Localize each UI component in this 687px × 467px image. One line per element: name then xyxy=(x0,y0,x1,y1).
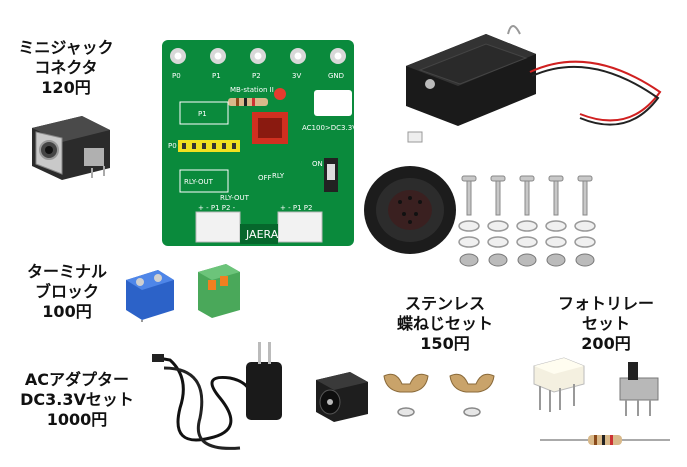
rly-out-label-2: RLY-OUT xyxy=(220,194,250,202)
wing-nuts-image xyxy=(383,373,495,417)
pin-label-gnd: GND xyxy=(328,72,344,80)
pin-label-p1: P1 xyxy=(212,72,221,80)
terminal-block-blue-image xyxy=(126,270,174,322)
ac-adapter-image xyxy=(152,342,282,450)
wingnut-name-line1: ステンレス xyxy=(404,294,485,313)
mini-jack-image xyxy=(32,116,110,180)
pcb-top-pads xyxy=(170,48,346,64)
rly-out-label: RLY-OUT xyxy=(184,178,214,186)
photo-relay-image xyxy=(533,357,585,412)
resistor-image xyxy=(540,435,670,445)
ac-adapter-name-line2: DC3.3Vセット xyxy=(20,390,134,409)
dc-jack-image xyxy=(316,372,368,422)
ac-label: AC100>DC3.3V xyxy=(302,124,354,132)
pcb-board: P0 P1 P2 3V GND MB-station II P1 AC100>D… xyxy=(162,40,354,246)
wingnut-label: ステンレス 蝶ねじセット 150円 xyxy=(375,294,515,354)
slide-switch-image xyxy=(619,362,659,416)
photo-relay-name-line1: フォトリレー xyxy=(557,294,654,313)
ac-adapter-label: ACアダプター DC3.3Vセット 1000円 xyxy=(2,370,152,430)
conn-left-label: + - P1 P2 - xyxy=(198,204,236,212)
terminal-block-name-line2: ブロック xyxy=(34,282,99,301)
ac-adapter-price: 1000円 xyxy=(46,410,108,429)
p1-silk-label: P1 xyxy=(198,110,207,118)
pin-label-p0: P0 xyxy=(172,72,181,80)
speaker-image xyxy=(364,166,456,254)
pin-label-p2: P2 xyxy=(252,72,261,80)
wingnut-name-line2: 蝶ねじセット xyxy=(396,314,493,333)
mini-jack-label: ミニジャック コネクタ 120円 xyxy=(2,38,130,98)
pin-label-3v: 3V xyxy=(292,72,301,80)
brand-label: JAERA xyxy=(245,228,279,241)
conn-right-label: + - P1 P2 xyxy=(280,204,312,212)
mini-jack-name-line1: ミニジャック xyxy=(18,38,114,57)
terminal-block-name-line1: ターミナル xyxy=(26,262,107,281)
terminal-block-label: ターミナル ブロック 100円 xyxy=(12,262,122,322)
photo-relay-name-line2: セット xyxy=(581,314,630,333)
mini-jack-name-line2: コネクタ xyxy=(34,58,98,77)
photo-relay-label: フォトリレー セット 200円 xyxy=(536,294,676,354)
p0-silk-label: P0 xyxy=(168,142,177,150)
board-name: MB-station II xyxy=(230,86,274,94)
wingnut-price: 150円 xyxy=(420,334,470,353)
terminal-block-green-image xyxy=(198,264,240,318)
mini-jack-price: 120円 xyxy=(41,78,91,97)
rly-label: RLY xyxy=(272,172,285,180)
screws-image xyxy=(458,175,596,267)
ac-adapter-name-line1: ACアダプター xyxy=(24,370,130,389)
on-label: ON xyxy=(312,160,323,168)
battery-holder-image xyxy=(406,25,662,143)
photo-relay-price: 200円 xyxy=(581,334,631,353)
off-label: OFF xyxy=(258,174,272,182)
terminal-block-price: 100円 xyxy=(42,302,92,321)
